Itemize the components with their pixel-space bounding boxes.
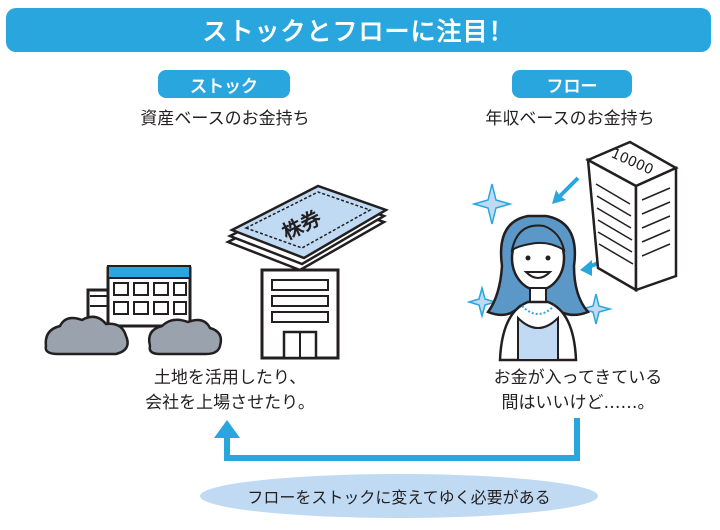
arrow-icon (552, 180, 576, 204)
arrow-icon (580, 260, 592, 276)
apartment-building (86, 265, 192, 328)
sparkle-icon (471, 183, 513, 225)
footer-text: フローをストックに変えてゆく必要がある (247, 488, 551, 507)
title-banner: ストックとフローに注目！ (6, 8, 711, 52)
stock-label-pill: ストック (158, 70, 290, 98)
shrubs (44, 315, 223, 356)
office-building (260, 268, 340, 360)
sparkle-icon (466, 285, 498, 319)
sparkle-icons (466, 183, 613, 325)
woman-figure (486, 214, 591, 362)
stock-certificates: 株券 (224, 184, 389, 272)
stock-caption: 土地を活用したり、 会社を上場させたり。 (110, 366, 350, 416)
flow-caption: お金が入ってきている 間はいいけど……。 (448, 366, 708, 416)
flow-caption-line2: 間はいいけど……。 (501, 393, 655, 413)
sparkle-icon (579, 293, 613, 325)
flow-label-pill: フロー (512, 70, 632, 98)
flow-caption-line1: お金が入ってきている (493, 368, 663, 388)
stock-caption-line1: 土地を活用したり、 (153, 368, 307, 388)
conversion-arrow (214, 418, 580, 461)
stock-label: ストック (190, 76, 258, 97)
flow-subtitle: 年収ベースのお金持ち (485, 109, 655, 129)
footer-ellipse: フローをストックに変えてゆく必要がある (200, 474, 598, 518)
stock-caption-line2: 会社を上場させたり。 (145, 393, 315, 413)
stock-subtitle: 資産ベースのお金持ち (140, 109, 310, 129)
title-text: ストックとフローに注目！ (202, 17, 515, 46)
banknote-stack: 10000 (585, 140, 679, 293)
flow-label: フロー (546, 76, 598, 97)
